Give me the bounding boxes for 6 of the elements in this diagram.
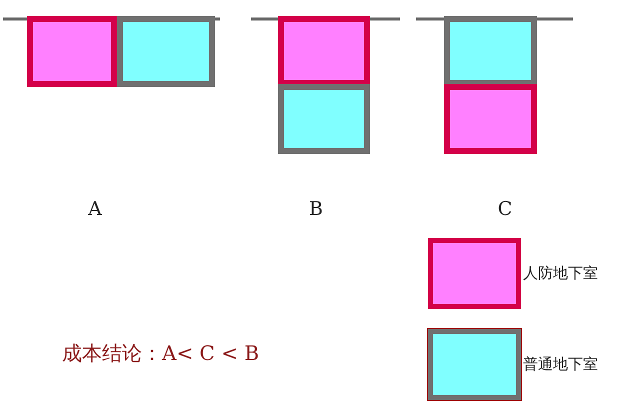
option-label: A — [88, 200, 102, 219]
option-label: B — [309, 200, 323, 219]
conclusion-text: 成本结论：A< C < B — [62, 343, 260, 363]
legend-label: 普通地下室 — [523, 357, 598, 372]
option-label: C — [498, 200, 512, 219]
legend-label: 人防地下室 — [523, 266, 598, 281]
